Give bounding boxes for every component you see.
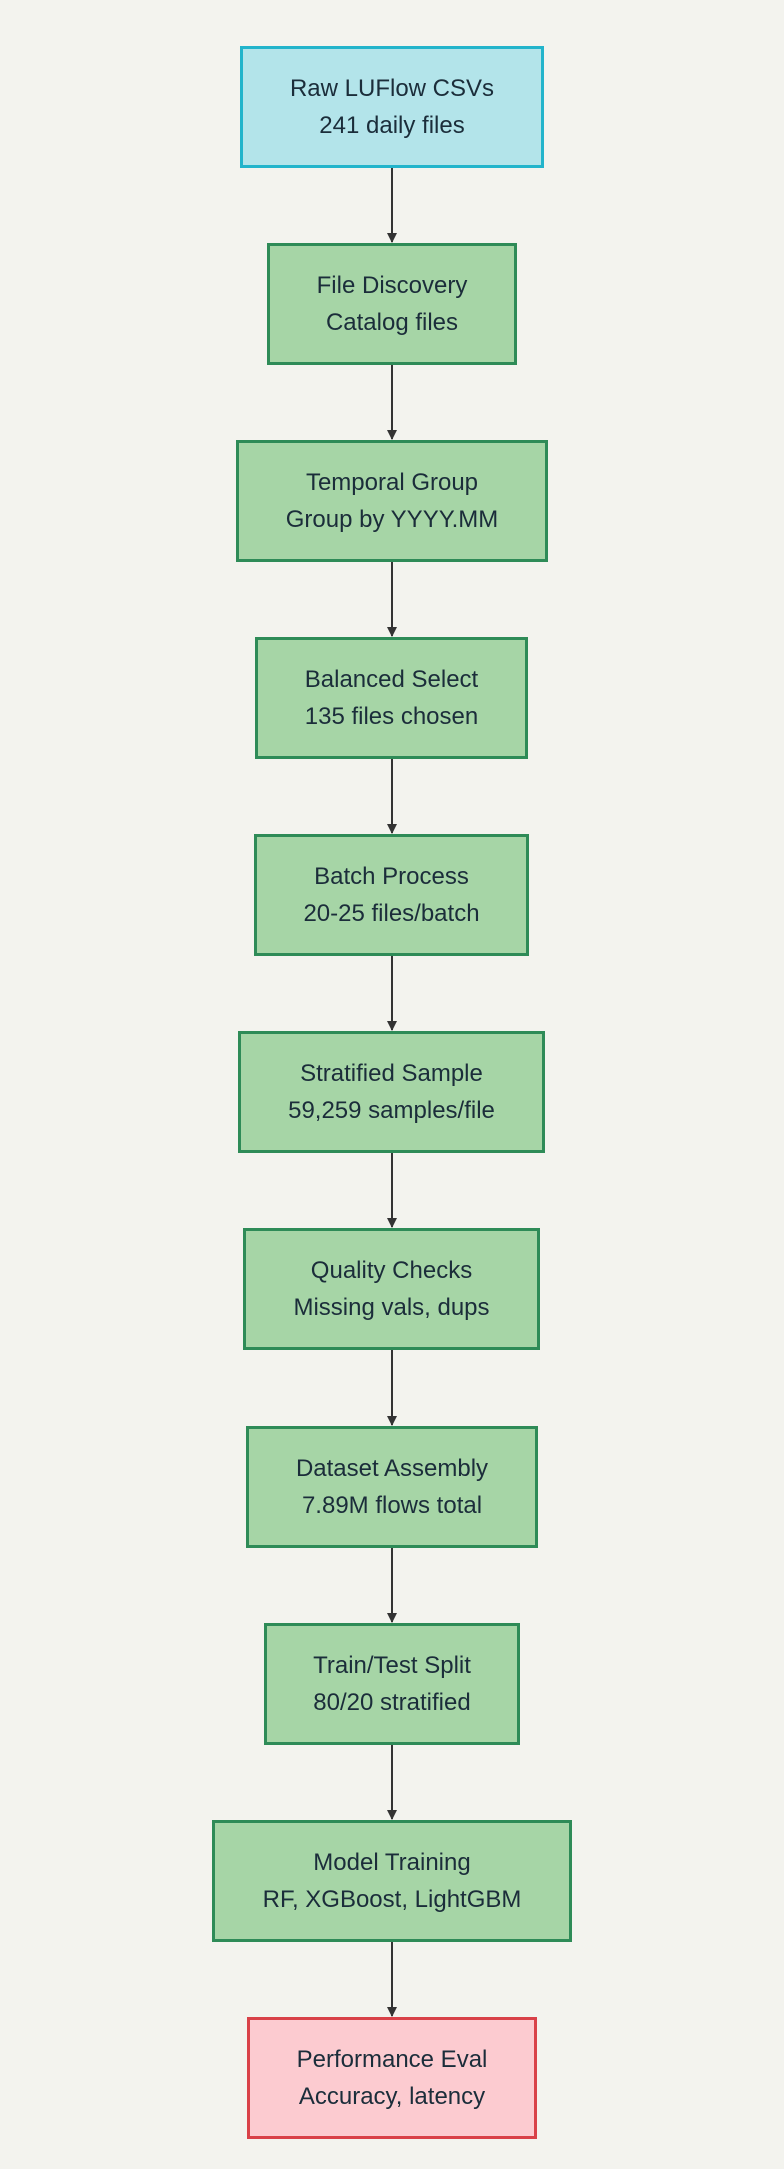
node-balanced-select: Balanced Select 135 files chosen <box>255 637 528 759</box>
node-title: Stratified Sample <box>300 1060 483 1087</box>
node-title: Quality Checks <box>310 1257 473 1284</box>
node-raw-luflow-csvs: Raw LUFlow CSVs 241 daily files <box>240 46 544 168</box>
node-title: Performance Eval <box>296 2046 488 2073</box>
node-title: Temporal Group <box>305 469 479 496</box>
node-title: Balanced Select <box>304 666 479 693</box>
node-detail: Group by YYYY.MM <box>285 506 499 533</box>
node-title: Train/Test Split <box>313 1652 471 1679</box>
node-performance-eval: Performance Eval Accuracy, latency <box>247 2017 537 2139</box>
node-detail: 135 files chosen <box>304 703 479 730</box>
node-title: Dataset Assembly <box>295 1455 489 1482</box>
node-quality-checks: Quality Checks Missing vals, dups <box>243 1228 540 1350</box>
node-detail: Missing vals, dups <box>293 1294 490 1321</box>
node-title: File Discovery <box>316 272 468 299</box>
node-file-discovery: File Discovery Catalog files <box>267 243 517 365</box>
node-batch-process: Batch Process 20-25 files/batch <box>254 834 529 956</box>
node-detail: Catalog files <box>325 309 459 336</box>
node-title: Model Training <box>313 1849 471 1876</box>
node-detail: 59,259 samples/file <box>288 1097 495 1124</box>
node-detail: RF, XGBoost, LightGBM <box>262 1886 522 1913</box>
node-detail: 7.89M flows total <box>301 1492 483 1519</box>
node-detail: 80/20 stratified <box>313 1689 471 1716</box>
node-stratified-sample: Stratified Sample 59,259 samples/file <box>238 1031 545 1153</box>
node-title: Raw LUFlow CSVs <box>289 75 495 102</box>
node-title: Batch Process <box>314 863 469 890</box>
node-model-training: Model Training RF, XGBoost, LightGBM <box>212 1820 572 1942</box>
node-dataset-assembly: Dataset Assembly 7.89M flows total <box>246 1426 538 1548</box>
node-detail: 241 daily files <box>319 112 465 139</box>
node-train-test-split: Train/Test Split 80/20 stratified <box>264 1623 520 1745</box>
node-detail: 20-25 files/batch <box>303 900 480 927</box>
node-detail: Accuracy, latency <box>298 2083 486 2110</box>
node-temporal-group: Temporal Group Group by YYYY.MM <box>236 440 548 562</box>
